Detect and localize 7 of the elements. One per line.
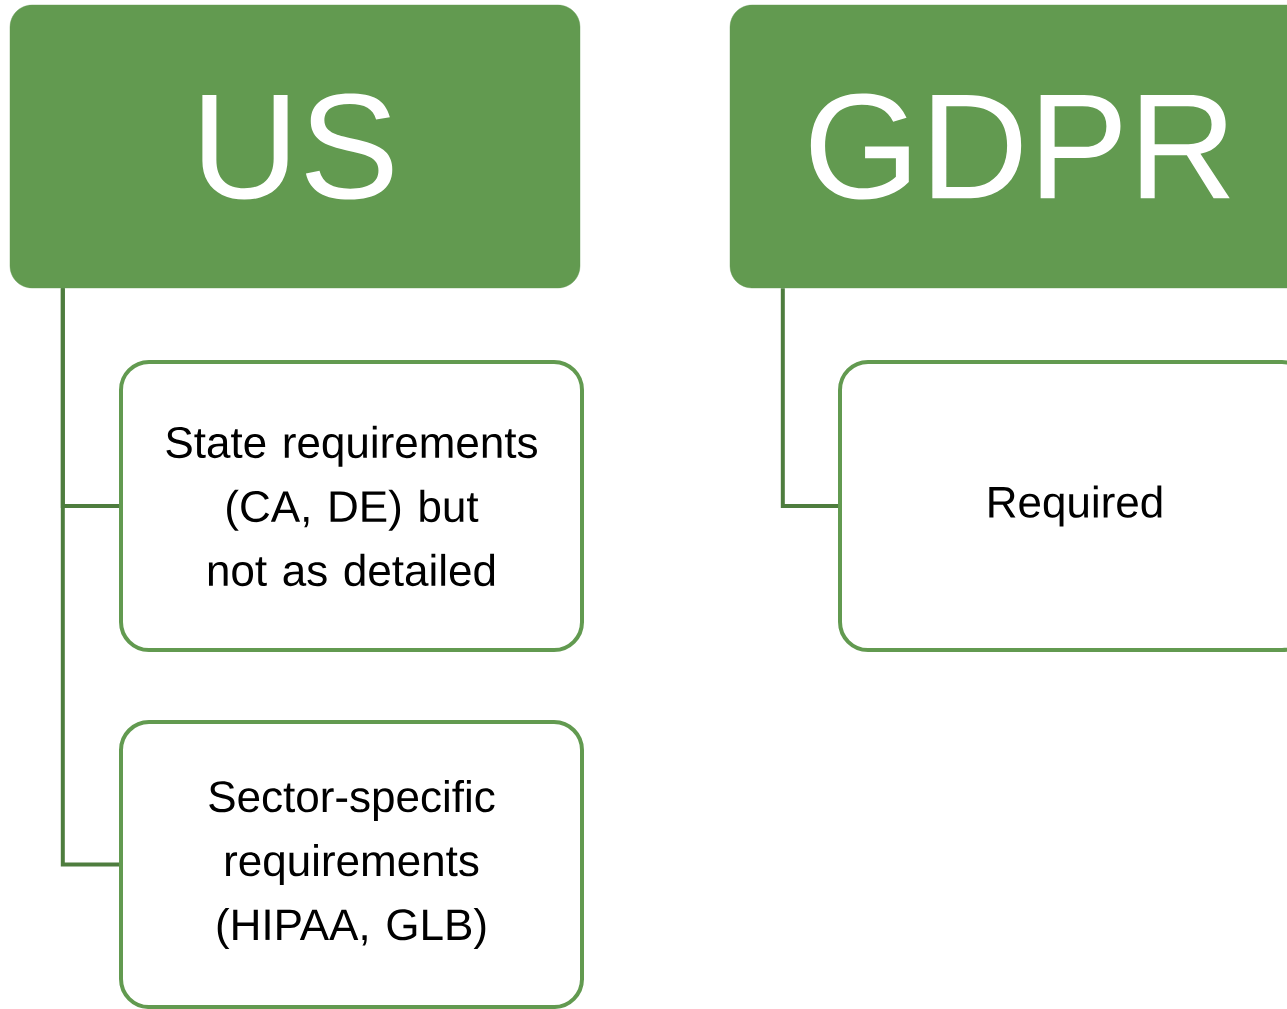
text-box: Required	[838, 360, 1287, 652]
connector-line	[60, 288, 119, 867]
text-box: State requirements (CA, DE) but not as detailed	[119, 360, 584, 652]
heading-box: GDPR	[729, 4, 1287, 289]
text-box: Sector-specific requirements (HIPAA, GLB)	[119, 720, 584, 1009]
heading-box: US	[9, 4, 581, 289]
connector-line	[780, 288, 838, 508]
